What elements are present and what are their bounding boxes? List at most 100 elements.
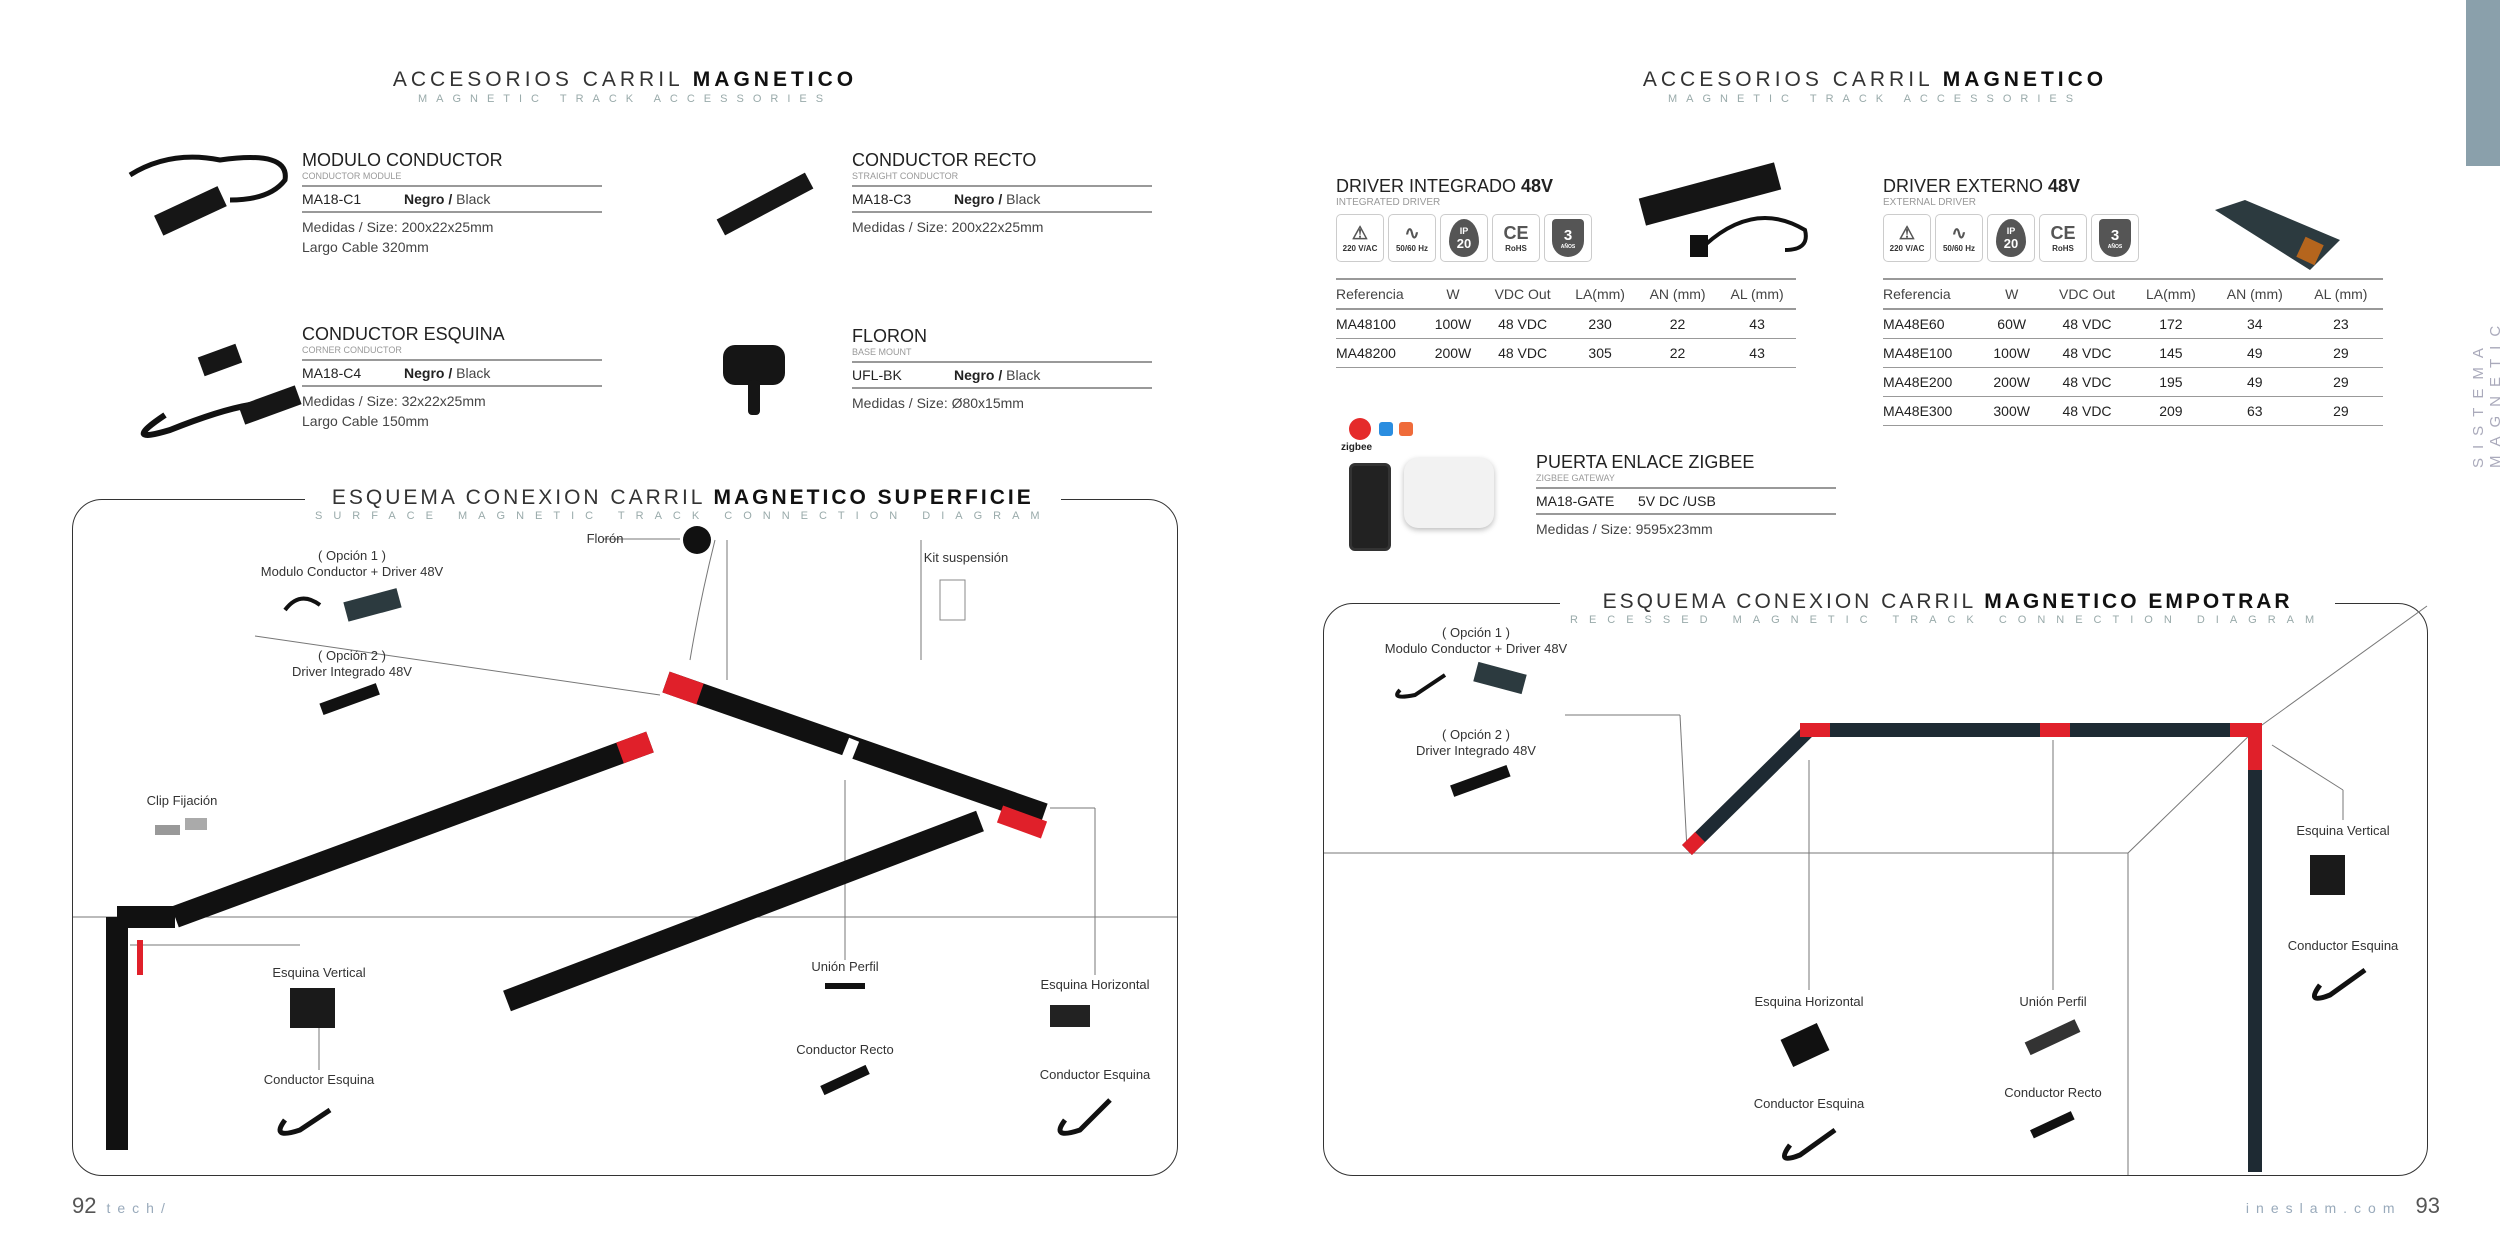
badge-glyph: 3 xyxy=(1563,226,1573,244)
product-subtitle: CORNER CONDUCTOR xyxy=(302,345,602,361)
label-horizontal-corner: Esquina Horizontal xyxy=(1040,977,1150,992)
label-option-1: ( Opción 1 )Modulo Conductor + Driver 48… xyxy=(261,548,443,580)
table-cell: 100W xyxy=(1424,309,1482,339)
badge-glyph: 3 xyxy=(2110,226,2120,244)
option-desc: Driver Integrado 48V xyxy=(292,664,412,679)
product-integrated-driver: DRIVER INTEGRADO 48V INTEGRATED DRIVER ⚠… xyxy=(1336,176,1796,368)
label-straight-conductor: Conductor Recto xyxy=(2004,1085,2102,1100)
surface-diagram-title: ESQUEMA CONEXION CARRIL MAGNETICO SUPERF… xyxy=(305,486,1061,522)
color-en: Black xyxy=(1002,367,1041,383)
table-cell: 60W xyxy=(1980,309,2044,339)
badge-label: 220 V/AC xyxy=(1342,244,1378,253)
surface-tracks xyxy=(106,526,1112,1150)
page-number: 92 xyxy=(72,1193,97,1218)
badge-label: RoHS xyxy=(2052,244,2074,253)
label-clip: Clip Fijación xyxy=(146,793,218,808)
product-name: PUERTA ENLACE ZIGBEE xyxy=(1536,452,1755,472)
right-page-header: ACCESORIOS CARRIL MAGNETICO MAGNETIC TRA… xyxy=(1475,68,2275,105)
table-cell: 43 xyxy=(1718,338,1796,368)
option-desc: Modulo Conductor + Driver 48V xyxy=(1384,641,1568,656)
product-name: DRIVER INTEGRADO xyxy=(1336,176,1522,196)
label-profile-joint: Unión Perfil xyxy=(2019,994,2087,1009)
conductor-module-image xyxy=(128,154,288,236)
table-cell: 22 xyxy=(1636,338,1719,368)
color-es: Negro / xyxy=(404,365,453,381)
label-kit-suspension: Kit suspensión xyxy=(923,550,1009,565)
option-desc: Modulo Conductor + Driver 48V xyxy=(260,564,444,579)
column-header: LA(mm) xyxy=(2130,278,2211,310)
product-size: Medidas / Size: 9595x23mm xyxy=(1536,521,1713,537)
badge-glyph: ∿ xyxy=(1404,223,1420,243)
product-ref: MA18-C3 xyxy=(852,191,912,207)
diagram-title-bold: MAGNETICO SUPERFICIE xyxy=(713,486,1034,509)
table-cell: 23 xyxy=(2298,309,2383,339)
column-header: VDC Out xyxy=(2043,278,2131,310)
table-cell: 29 xyxy=(2298,367,2383,397)
column-header: AL (mm) xyxy=(1718,278,1796,310)
label-corner-conductor: Conductor Esquina xyxy=(1039,1067,1151,1082)
table-cell: 48 VDC xyxy=(2043,367,2131,397)
table-cell: 300W xyxy=(1980,396,2044,426)
badge-label: 20 xyxy=(1456,235,1472,251)
product-ref: UFL-BK xyxy=(852,367,902,383)
product-extra: Largo Cable 150mm xyxy=(302,413,429,429)
column-header: AN (mm) xyxy=(2210,278,2299,310)
product-size: Medidas / Size: Ø80x15mm xyxy=(852,395,1024,411)
label-option-2: ( Opción 2 )Driver Integrado 48V xyxy=(292,648,412,680)
table-cell: 43 xyxy=(1718,309,1796,339)
badge-glyph: IP xyxy=(2006,225,2016,236)
table-cell: MA48200 xyxy=(1336,338,1424,368)
label-floron: Florón xyxy=(586,531,624,546)
floron-image xyxy=(723,345,785,415)
color-es: Negro / xyxy=(404,191,453,207)
diagram-title: ESQUEMA CONEXION CARRIL xyxy=(1602,590,1985,613)
product-subtitle: EXTERNAL DRIVER xyxy=(1883,197,1976,208)
recessed-diagram-title: ESQUEMA CONEXION CARRIL MAGNETICO EMPOTR… xyxy=(1560,590,2336,626)
table-cell: MA48E200 xyxy=(1883,367,1981,397)
footer-site: ineslam.com xyxy=(2245,1200,2402,1216)
badge-label: 50/60 Hz xyxy=(1942,244,1976,253)
header-subtitle: MAGNETIC TRACK ACCESSORIES xyxy=(1667,93,2083,105)
table-cell: 34 xyxy=(2210,309,2299,339)
product-subtitle: INTEGRATED DRIVER xyxy=(1336,197,1441,208)
label-profile-joint: Unión Perfil xyxy=(811,959,879,974)
label-corner-conductor: Conductor Esquina xyxy=(263,1072,375,1087)
column-header: VDC Out xyxy=(1482,278,1564,310)
option-desc: Driver Integrado 48V xyxy=(1416,743,1536,758)
table-cell: 209 xyxy=(2130,396,2211,426)
option-title: ( Opción 1 ) xyxy=(318,548,386,563)
color-en: Black xyxy=(452,365,491,381)
frequency-icon: ∿50/60 Hz xyxy=(1388,214,1436,262)
product-name: DRIVER EXTERNO xyxy=(1883,176,2049,196)
product-name: CONDUCTOR RECTO xyxy=(852,150,1037,170)
table-cell: 49 xyxy=(2210,367,2299,397)
label-corner-conductor: Conductor Esquina xyxy=(1753,1096,1865,1111)
badge-glyph: ⚠ xyxy=(1351,223,1369,243)
product-subtitle: STRAIGHT CONDUCTOR xyxy=(852,171,1152,187)
product-size: Medidas / Size: 32x22x25mm xyxy=(302,393,486,409)
table-cell: 48 VDC xyxy=(2043,309,2131,339)
table-cell: 200W xyxy=(1980,367,2044,397)
table-cell: MA48E60 xyxy=(1883,309,1981,339)
product-ref: MA18-GATE xyxy=(1536,493,1615,509)
badge-label: AÑOS xyxy=(1560,243,1576,250)
table-cell: 48 VDC xyxy=(2043,338,2131,368)
product-subtitle: CONDUCTOR MODULE xyxy=(302,171,602,187)
column-header: AN (mm) xyxy=(1636,278,1719,310)
badge-label: 20 xyxy=(2003,235,2019,251)
label-vertical-corner: Esquina Vertical xyxy=(2296,823,2390,838)
table-cell: 48 VDC xyxy=(1482,309,1564,339)
table-cell: 49 xyxy=(2210,338,2299,368)
product-subtitle: ZIGBEE GATEWAY xyxy=(1536,473,1836,489)
option-title: ( Opción 1 ) xyxy=(1442,625,1510,640)
product-zigbee-gateway: PUERTA ENLACE ZIGBEE ZIGBEE GATEWAY MA18… xyxy=(1536,452,1836,539)
